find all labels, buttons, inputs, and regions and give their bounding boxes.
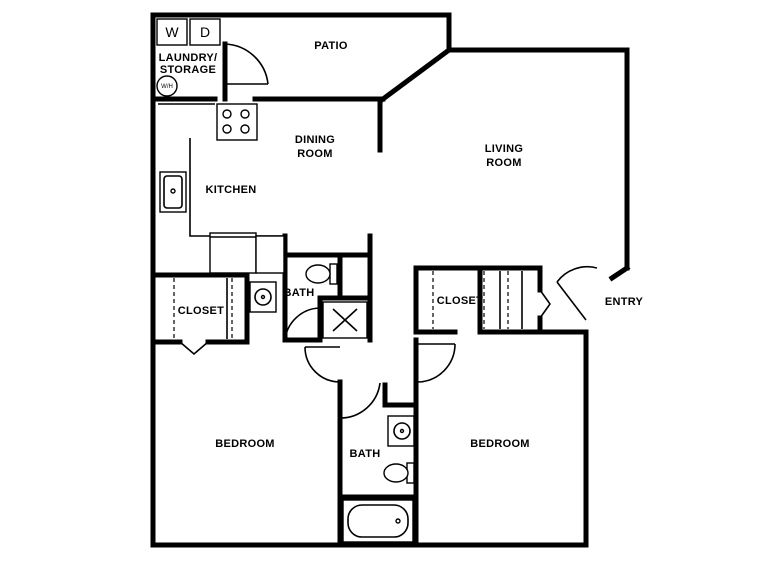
living-label-2: ROOM xyxy=(486,157,521,169)
refrigerator-icon xyxy=(209,232,257,274)
closet-left-label: CLOSET xyxy=(178,305,224,317)
closet-right-label: CLOSET xyxy=(437,295,483,307)
dryer-icon xyxy=(189,18,221,46)
kitchen-label: KITCHEN xyxy=(206,184,257,196)
dryer-label: D xyxy=(200,24,210,40)
washer-label: W xyxy=(165,24,179,40)
bedroom-right-label: BEDROOM xyxy=(470,438,530,450)
water-heater-icon xyxy=(156,75,178,97)
bedroom-left-label: BEDROOM xyxy=(215,438,275,450)
water-heater-label: W/H xyxy=(161,84,173,90)
patio-label: PATIO xyxy=(314,40,348,52)
bathtub-icon xyxy=(342,499,414,543)
bath-upper-label: BATH xyxy=(284,287,315,299)
bath-lower-label: BATH xyxy=(350,448,381,460)
toilet-lower-icon xyxy=(383,463,409,483)
laundry-label-2: STORAGE xyxy=(160,64,216,76)
door-swings xyxy=(179,43,598,419)
stove-icon xyxy=(216,103,258,141)
toilet-tank-icon xyxy=(329,263,338,285)
washer-icon xyxy=(156,18,188,46)
closet-shelves xyxy=(173,271,523,339)
living-label-1: LIVING xyxy=(485,143,523,155)
walls xyxy=(150,12,631,548)
toilet-icon xyxy=(305,264,331,284)
entry-label: ENTRY xyxy=(605,296,644,308)
room-labels: W D LAUNDRY/ STORAGE W/H PATIO DINING RO… xyxy=(159,24,644,460)
laundry-label-1: LAUNDRY/ xyxy=(159,52,218,64)
dining-label-2: ROOM xyxy=(297,148,332,160)
fixtures xyxy=(156,18,415,543)
dishwasher-icon xyxy=(255,235,285,274)
dining-label-1: DINING xyxy=(295,134,335,146)
